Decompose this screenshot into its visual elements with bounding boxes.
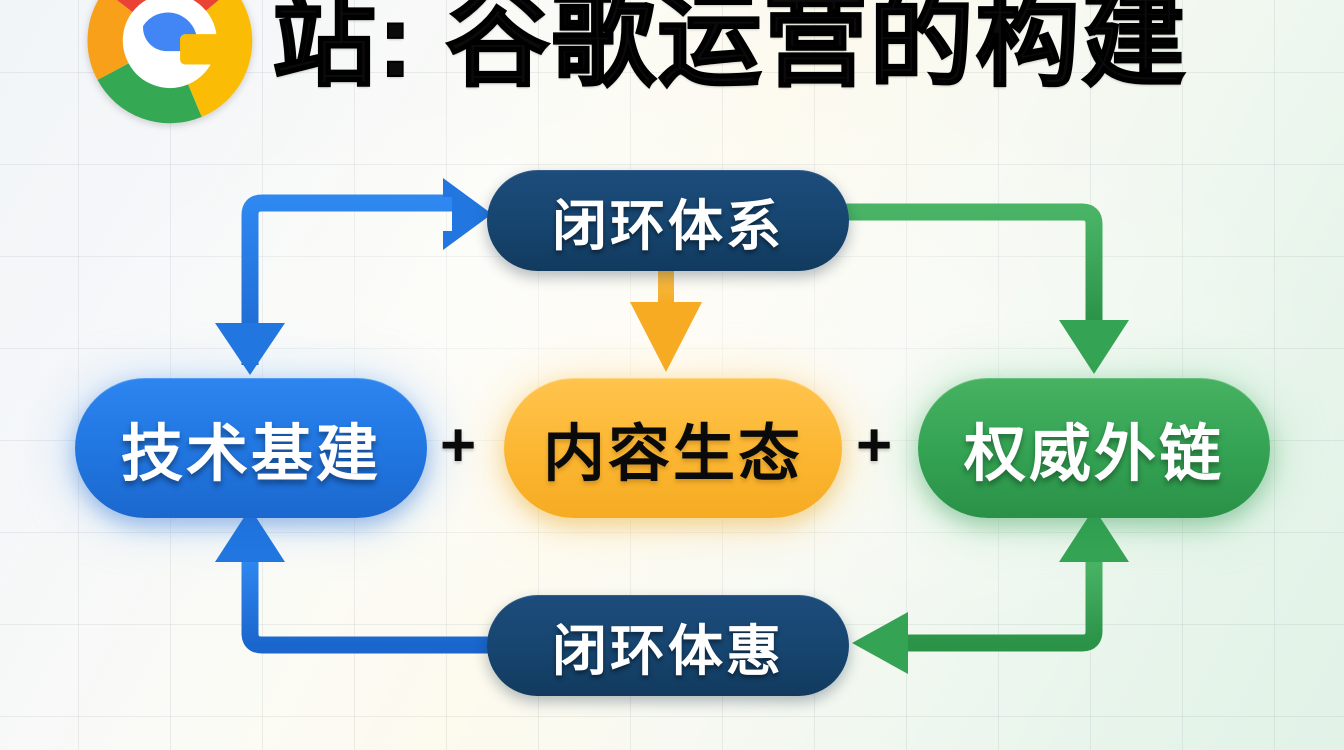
connector-top-right-to-right xyxy=(846,203,1129,374)
node-label: 内容生态 xyxy=(542,420,803,489)
page-title: 站: 谷歌运营的构建 xyxy=(271,0,1188,99)
node-technical-infrastructure[interactable]: 技术基建 xyxy=(75,378,427,518)
connector-bottom-left-to-left xyxy=(215,508,492,654)
arrowhead-down xyxy=(630,302,702,372)
node-content-ecosystem[interactable]: 内容生态 xyxy=(504,378,842,518)
node-label: 闭环体系 xyxy=(551,194,784,257)
node-label: 权威外链 xyxy=(963,420,1224,489)
plus-operator-1: + xyxy=(440,411,477,480)
connector-left-up-to-top xyxy=(215,178,492,375)
arrowhead-right xyxy=(443,178,492,250)
node-authoritative-backlinks[interactable]: 权威外链 xyxy=(918,378,1270,518)
connector-right-down-to-bottom xyxy=(852,508,1129,674)
arrowhead-up xyxy=(1059,508,1129,562)
arrowhead-up xyxy=(215,508,285,562)
google-chrome-g-icon xyxy=(87,0,253,124)
arrowhead-left xyxy=(852,612,908,674)
node-label: 技术基建 xyxy=(120,420,381,489)
node-closed-loop-benefit[interactable]: 闭环体惠 xyxy=(487,595,849,696)
node-closed-loop-system[interactable]: 闭环体系 xyxy=(487,170,849,271)
plus-operator-2: + xyxy=(856,411,893,480)
node-label: 闭环体惠 xyxy=(551,619,784,682)
header: 站: 谷歌运营的构建 xyxy=(0,0,1344,124)
connector-top-down-to-center xyxy=(630,268,702,372)
arrowhead-down xyxy=(1059,320,1129,374)
arrowhead-down xyxy=(215,323,285,375)
